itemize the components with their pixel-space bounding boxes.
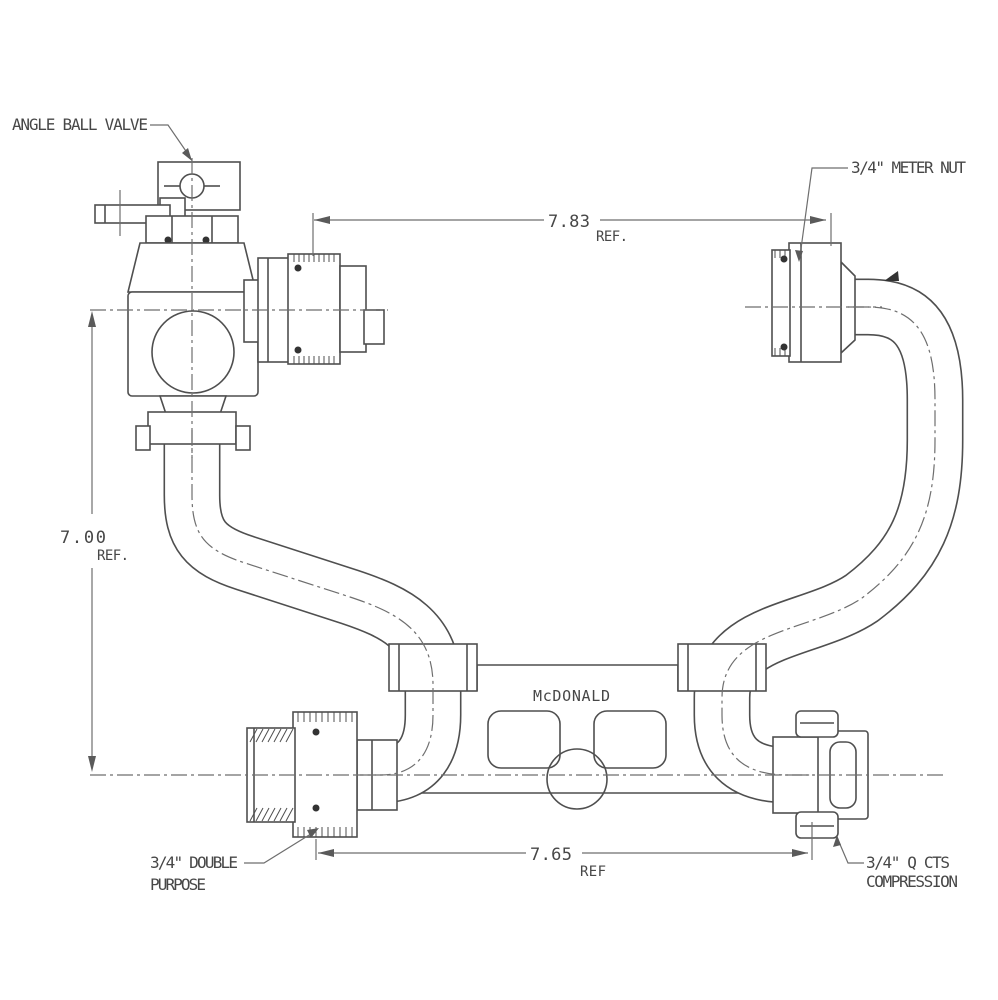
double-purpose-fitting (246, 711, 398, 838)
right-collar-nut (677, 643, 767, 692)
brand-text: McDONALD (533, 687, 610, 705)
dimension-height: 7.00 REF. (60, 311, 129, 772)
label-double-purpose-2: PURPOSE (150, 875, 206, 894)
bar-window-left (487, 710, 561, 769)
meter-nut-body (788, 242, 842, 363)
label-double-purpose-1: 3/4" DOUBLE (150, 853, 238, 872)
callout-labels: ANGLE BALL VALVE 3/4" METER NUT 3/4" DOU… (12, 115, 966, 894)
dimension-bottom-width: 7.65 REF (315, 822, 813, 880)
dim-top-value: 7.83 (548, 212, 590, 232)
dim-top-ref: REF. (596, 229, 628, 245)
spacer-bar (403, 664, 747, 810)
angle-ball-valve (94, 161, 385, 451)
valve-ball (151, 310, 235, 394)
bar-window-right (593, 710, 667, 769)
riser-collars (388, 643, 767, 692)
valve-body (127, 291, 259, 397)
dimension-top-width: 7.83 REF. (312, 212, 832, 256)
dim-bottom-value: 7.65 (530, 845, 572, 865)
meter-nut-fitting (771, 242, 856, 363)
centerlines (90, 158, 945, 776)
label-cts-compression-2: COMPRESSION (866, 872, 958, 891)
pipe-marker (884, 271, 899, 281)
dim-bottom-ref: REF (580, 864, 606, 880)
bar-center-hole (546, 748, 608, 810)
label-cts-compression-1: 3/4" Q CTS (866, 853, 950, 872)
label-meter-nut: 3/4" METER NUT (851, 158, 966, 177)
dim-height-value: 7.00 (60, 528, 106, 548)
label-angle-ball-valve: ANGLE BALL VALVE (12, 115, 148, 134)
meter-spud (339, 265, 367, 353)
dim-height-ref: REF. (97, 548, 129, 564)
